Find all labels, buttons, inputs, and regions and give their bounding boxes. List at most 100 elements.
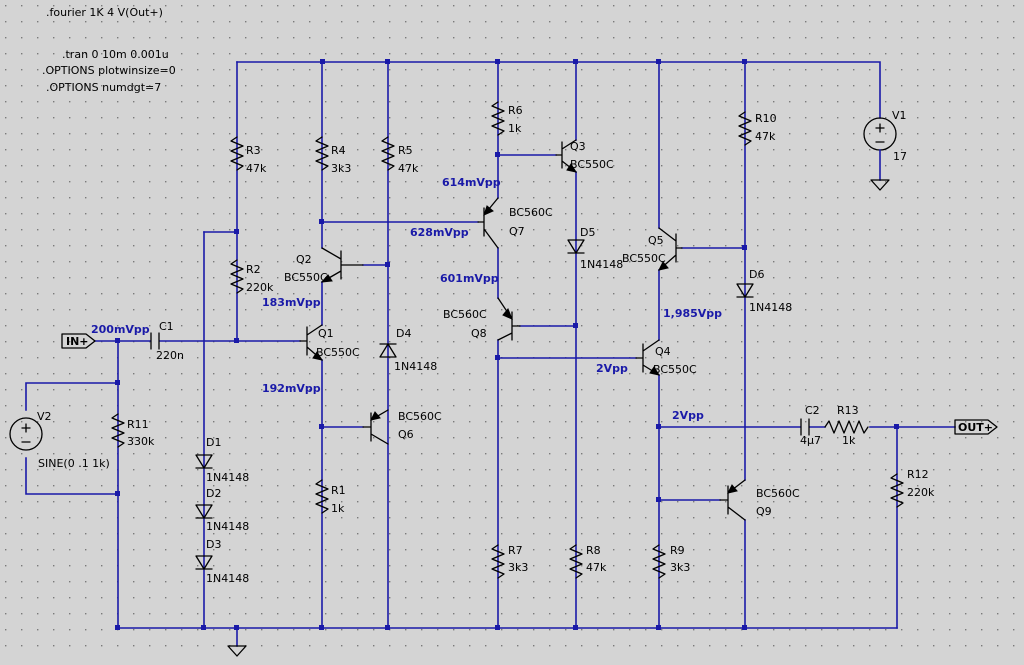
ground-symbol-main[interactable] (227, 645, 247, 657)
numdgt-directive[interactable]: .OPTIONS numdgt=7 (46, 81, 161, 94)
r2-value: 220k (246, 281, 274, 294)
transistor-q9[interactable]: BC560C Q9 (719, 479, 800, 521)
plotwinsize-directive[interactable]: .OPTIONS plotwinsize=0 (42, 64, 176, 77)
tran-directive[interactable]: .tran 0 10m 0.001u (62, 48, 169, 61)
v2-name: V2 (37, 410, 52, 423)
resistor-r7[interactable]: R7 3k3 (491, 544, 528, 579)
measure-output: 2Vpp (672, 409, 704, 422)
c2-name: C2 (805, 404, 820, 417)
q6-name: Q6 (398, 428, 414, 441)
transistor-q2[interactable]: Q2 BC550C (284, 247, 364, 284)
q3-name: Q3 (570, 140, 586, 153)
resistor-r1[interactable]: R1 1k (315, 479, 346, 515)
transistor-q5[interactable]: Q5 BC550C (622, 227, 683, 271)
transistor-q8[interactable]: BC560C Q8 (443, 297, 521, 341)
q7-name: Q7 (509, 225, 525, 238)
resistor-r13[interactable]: R13 1k (824, 404, 869, 447)
measure-q4-base: 2Vpp (596, 362, 628, 375)
r5-name: R5 (398, 144, 413, 157)
r7-name: R7 (508, 544, 523, 557)
capacitor-c2[interactable]: C2 4μ7 (800, 404, 821, 447)
measure-input: 200mVpp (91, 323, 150, 336)
ground-symbol-v1[interactable] (870, 179, 890, 191)
q6-model: BC560C (398, 410, 442, 423)
resistor-r12[interactable]: R12 220k (890, 468, 935, 508)
v1-value: 17 (893, 150, 907, 163)
d1-name: D1 (206, 436, 221, 449)
r3-value: 47k (246, 162, 267, 175)
q9-model: BC560C (756, 487, 800, 500)
r8-name: R8 (586, 544, 601, 557)
q8-name: Q8 (471, 327, 487, 340)
q8-model: BC560C (443, 308, 487, 321)
v2-value: SINE(0 .1 1k) (38, 457, 110, 470)
r10-name: R10 (755, 112, 777, 125)
transistor-q6[interactable]: BC560C Q6 (362, 409, 442, 445)
q9-name: Q9 (756, 505, 772, 518)
resistor-r6[interactable]: R6 1k (491, 101, 523, 136)
q1-name: Q1 (318, 327, 334, 340)
d6-value: 1N4148 (749, 301, 792, 314)
diode-d6[interactable]: D6 1N4148 (736, 268, 792, 314)
wires[interactable] (25, 61, 956, 647)
diode-d4[interactable]: D4 1N4148 (379, 327, 437, 373)
r1-name: R1 (331, 484, 346, 497)
capacitor-c1[interactable]: C1 220n (150, 320, 184, 362)
d4-name: D4 (396, 327, 411, 340)
r11-value: 330k (127, 435, 155, 448)
resistor-r11[interactable]: R11 330k (111, 413, 155, 448)
diode-d2[interactable]: D2 1N4148 (195, 487, 249, 533)
transistor-q1[interactable]: Q1 BC550C (299, 324, 360, 361)
resistor-r8[interactable]: R8 47k (569, 544, 607, 579)
c1-value: 220n (156, 349, 184, 362)
d2-name: D2 (206, 487, 221, 500)
transistor-q7[interactable]: BC560C Q7 (477, 197, 553, 249)
r1-value: 1k (331, 502, 345, 515)
port-in[interactable]: IN+ (61, 333, 96, 349)
q4-model: BC550C (653, 363, 697, 376)
fourier-directive[interactable]: .fourier 1K 4 V(Out+) (46, 6, 163, 19)
d3-name: D3 (206, 538, 221, 551)
r11-name: R11 (127, 418, 149, 431)
resistor-r3[interactable]: R3 47k (230, 136, 267, 175)
q1-model: BC550C (316, 346, 360, 359)
resistor-r5[interactable]: R5 47k (381, 136, 419, 175)
d5-name: D5 (580, 226, 595, 239)
c2-value: 4μ7 (800, 434, 821, 447)
r2-name: R2 (246, 263, 261, 276)
measure-q3-base: 614mVpp (442, 176, 501, 189)
d1-value: 1N4148 (206, 471, 249, 484)
r6-name: R6 (508, 104, 523, 117)
q5-model: BC550C (622, 252, 666, 265)
voltage-source-v1[interactable]: V1 17 (863, 109, 907, 181)
resistor-r9[interactable]: R9 3k3 (652, 544, 690, 579)
resistor-r4[interactable]: R4 3k3 (315, 136, 351, 175)
d6-name: D6 (749, 268, 764, 281)
voltage-source-v2[interactable]: V2 SINE(0 .1 1k) (9, 410, 110, 470)
measure-q2-emitter: 183mVpp (262, 296, 321, 309)
r5-value: 47k (398, 162, 419, 175)
diode-d3[interactable]: D3 1N4148 (195, 538, 249, 585)
r13-value: 1k (842, 434, 856, 447)
measure-q5-emitter: 1,985Vpp (663, 307, 722, 320)
diode-d5[interactable]: D5 1N4148 (567, 226, 623, 271)
port-out-label: OUT+ (958, 421, 993, 434)
q7-model: BC560C (509, 206, 553, 219)
port-in-label: IN+ (66, 335, 89, 348)
r4-value: 3k3 (331, 162, 351, 175)
r10-value: 47k (755, 130, 776, 143)
junction-dots (115, 59, 899, 630)
spice-directives[interactable]: .fourier 1K 4 V(Out+) .tran 0 10m 0.001u… (42, 6, 176, 94)
resistor-r10[interactable]: R10 47k (738, 111, 777, 146)
d3-value: 1N4148 (206, 572, 249, 585)
measure-q8-emitter: 601mVpp (440, 272, 499, 285)
d2-value: 1N4148 (206, 520, 249, 533)
resistor-r2[interactable]: R2 220k (230, 259, 274, 294)
c1-name: C1 (159, 320, 174, 333)
diode-d1[interactable]: D1 1N4148 (195, 436, 249, 484)
port-out[interactable]: OUT+ (954, 419, 998, 435)
q5-name: Q5 (648, 234, 664, 247)
transistor-q3[interactable]: Q3 BC550C (555, 139, 614, 173)
transistor-q4[interactable]: Q4 BC550C (635, 339, 697, 376)
